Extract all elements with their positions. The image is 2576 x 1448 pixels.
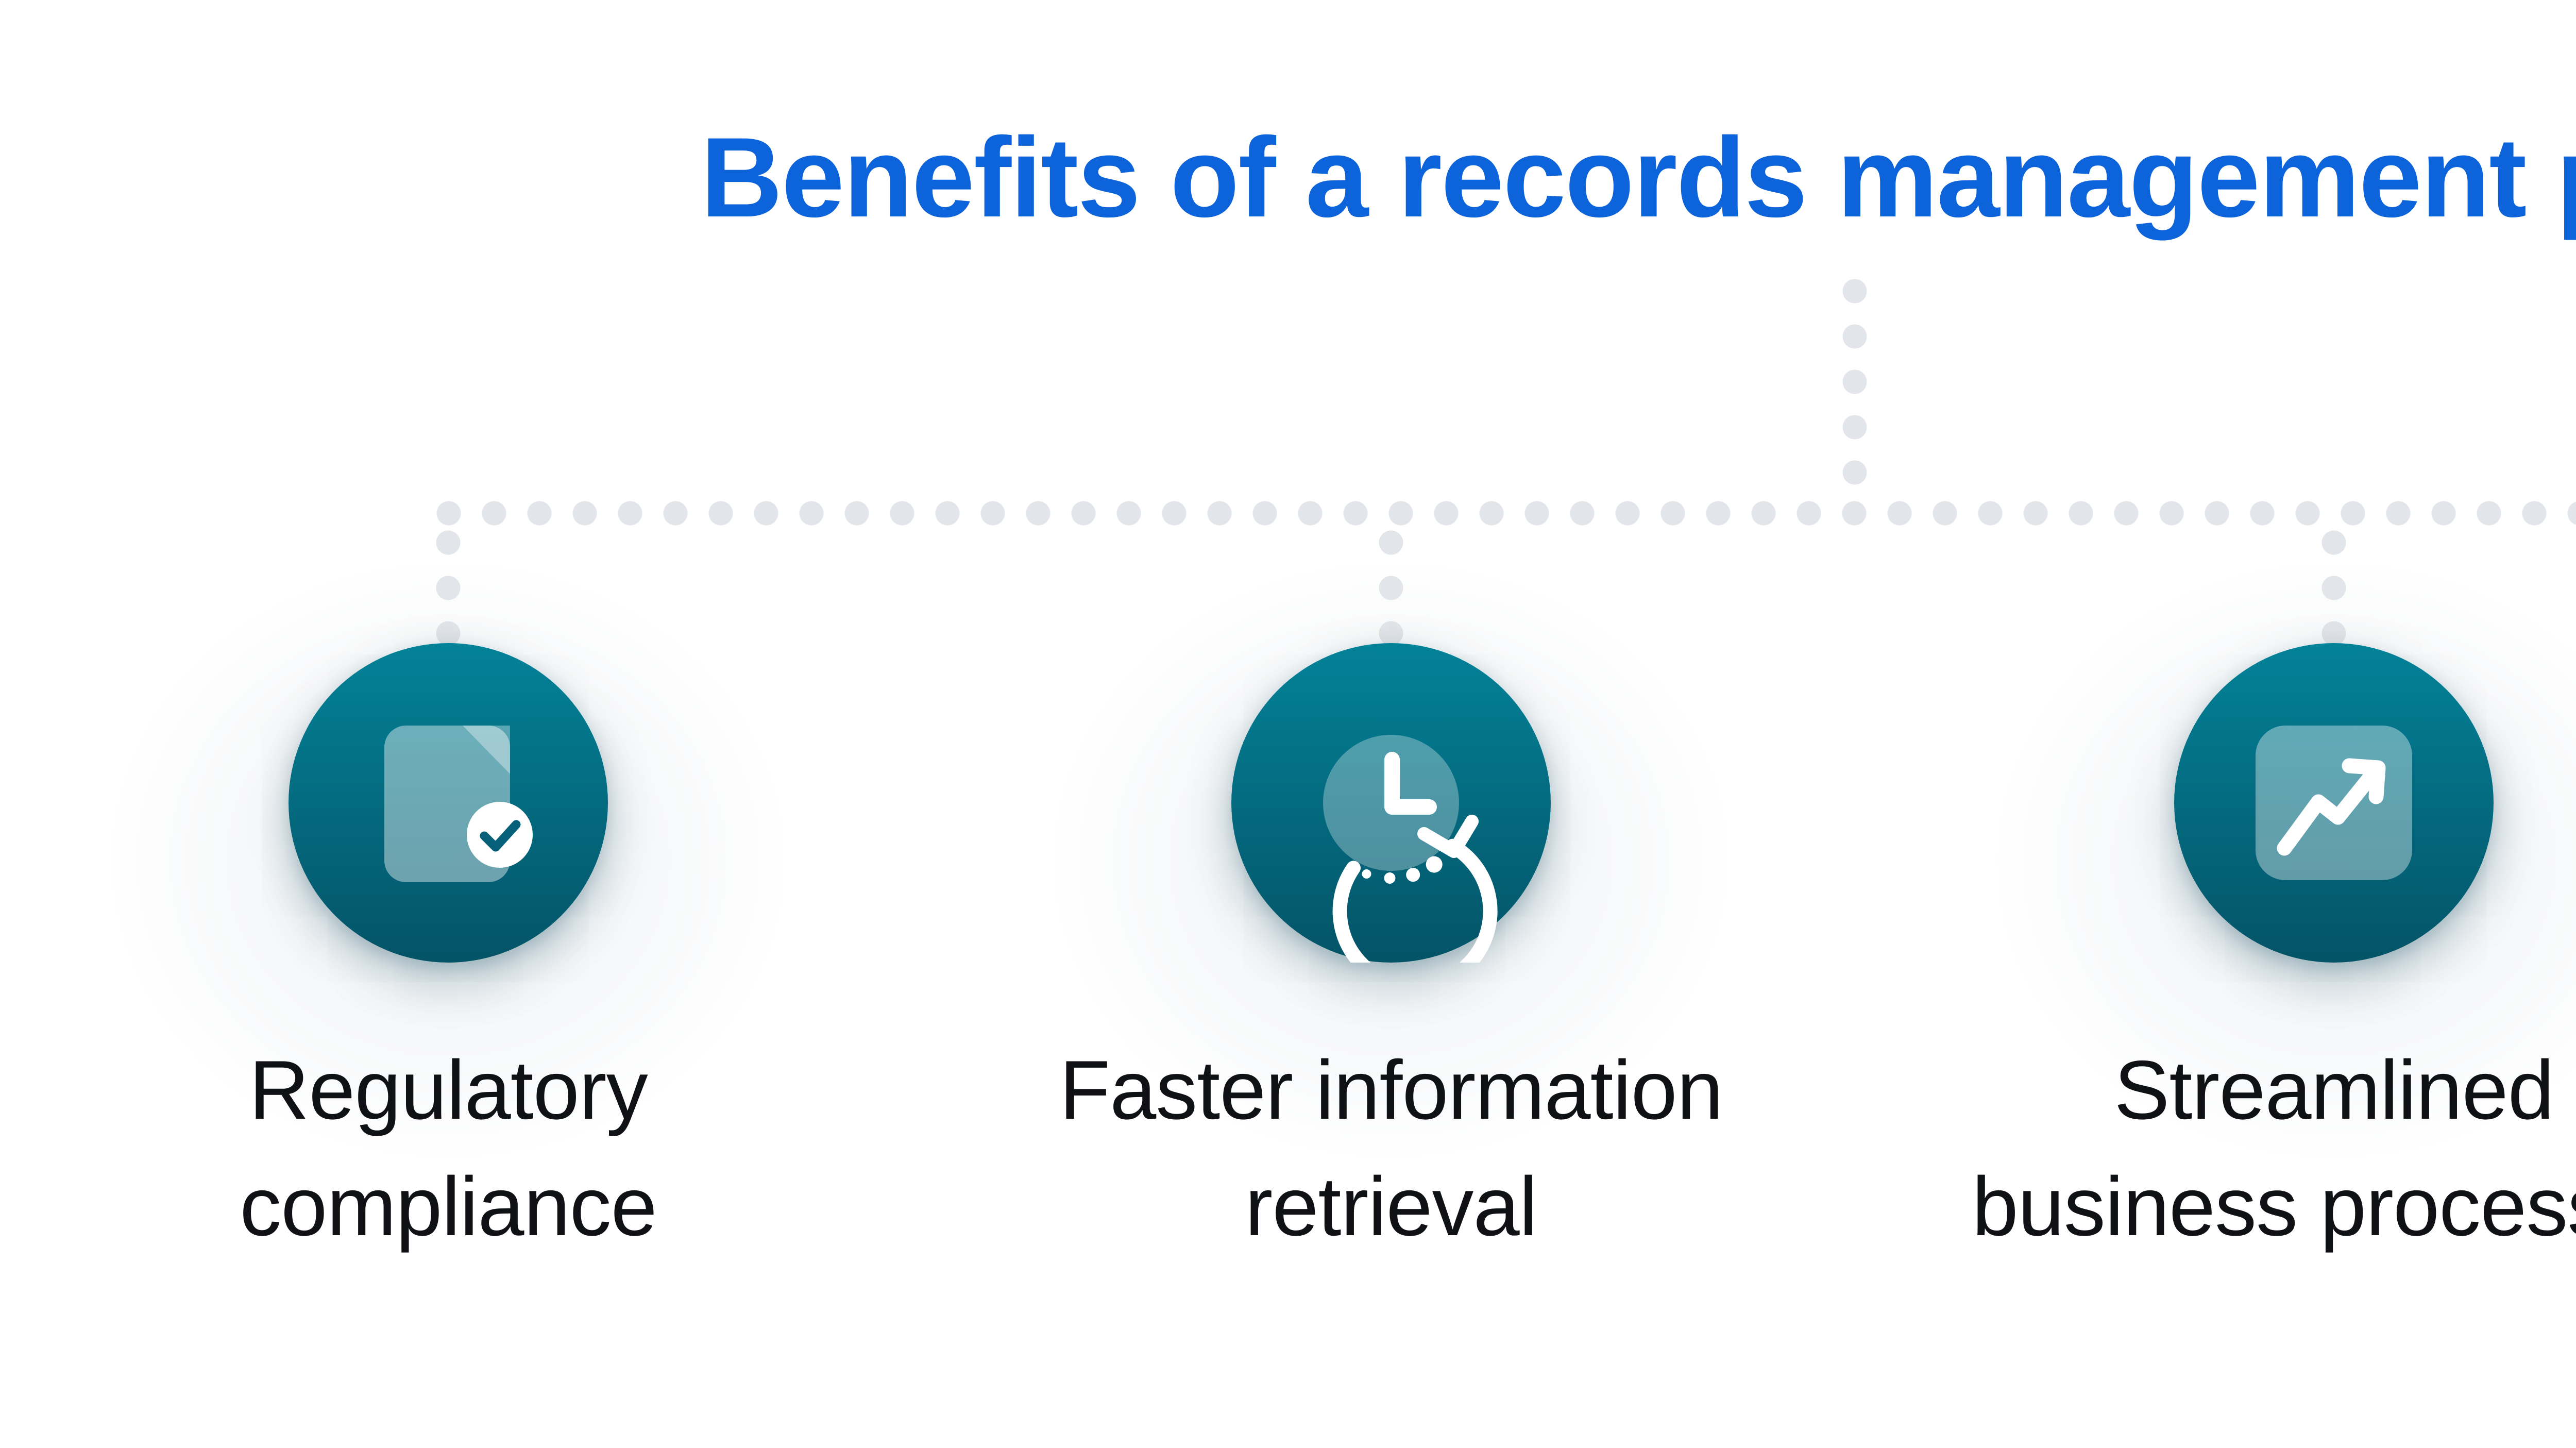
benefit-badge-regulatory-compliance [289,643,608,963]
connector-crossbar [436,500,2576,526]
connector-title-drop [1842,278,1868,505]
connector-branch-1 [435,530,461,646]
page-title: Benefits of a records management program [700,114,2576,241]
benefit-badge-faster-retrieval [1231,643,1551,963]
benefit-badge-streamlined-processes [2174,643,2494,963]
connector-branch-3 [2321,530,2347,646]
document-check-icon [384,726,533,882]
connector-branch-2 [1378,530,1404,646]
benefit-label-faster-retrieval: Faster information retrieval [1059,1043,1723,1253]
benefit-label-regulatory-compliance: Regulatory compliance [240,1043,657,1253]
clock-history-icon [1323,735,1498,963]
trend-up-icon [2256,726,2412,880]
benefit-label-streamlined-processes: Streamlined business processes [1972,1043,2576,1253]
